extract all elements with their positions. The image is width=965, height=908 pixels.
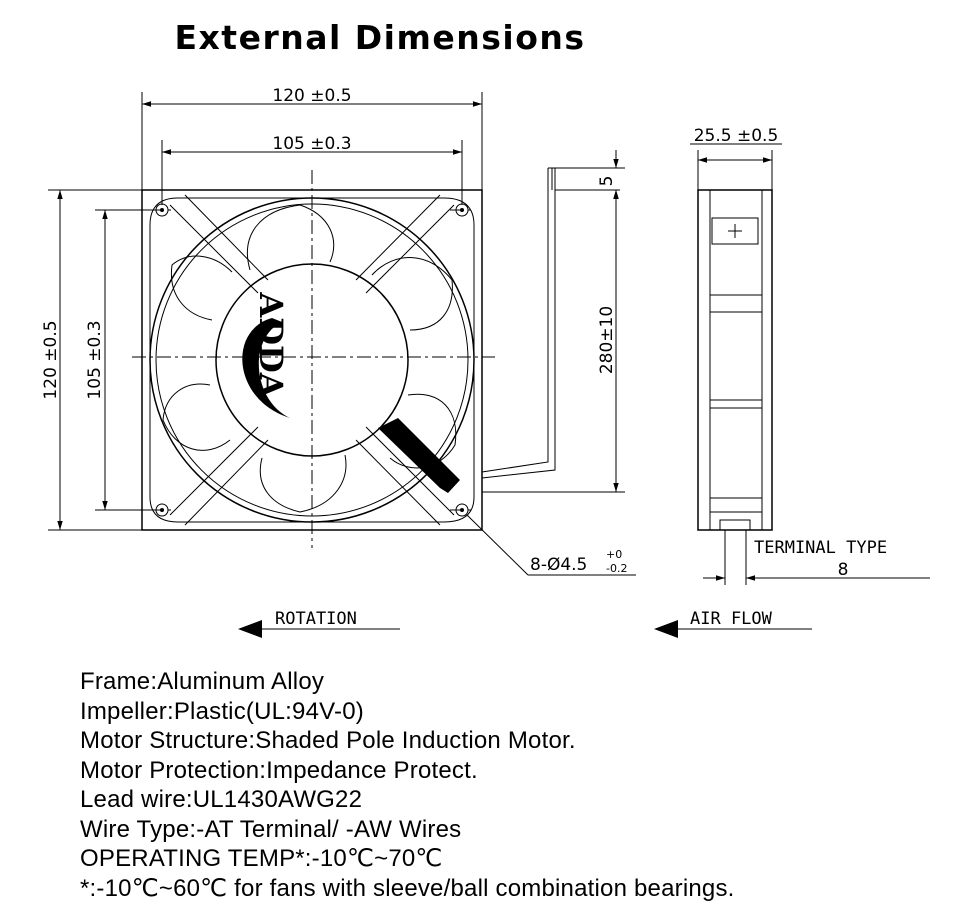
page-title: External Dimensions: [174, 18, 586, 57]
airflow-label: AIR FLOW: [690, 609, 773, 629]
spec-motor-structure: Motor Structure:Shaded Pole Induction Mo…: [80, 727, 576, 754]
side-view: 25.5 ±0.5 TERMINAL TYPE 8: [690, 126, 930, 585]
lead-wire: [481, 167, 560, 479]
rotation-label: ROTATION: [275, 609, 357, 629]
side-frame: [697, 189, 773, 531]
terminal-pins: [719, 519, 751, 531]
terminal-type-value: 8: [838, 560, 849, 580]
dimensions-front: 120 ±0.5 105 ±0.3 120 ±0.5 105 ±0.3 5 28…: [41, 86, 636, 576]
spec-lead-wire: Lead wire:UL1430AWG22: [80, 786, 363, 813]
dim-hole-pitch-width: 105 ±0.3: [272, 134, 351, 154]
dim-overall-width: 120 ±0.5: [272, 86, 351, 106]
hole-tolerance-minus: -0.2: [606, 562, 627, 575]
logo-text: ADDA: [252, 291, 290, 398]
spec-list: Frame:Aluminum Alloy Impeller:Plastic(UL…: [80, 667, 735, 903]
rotation-arrow: ROTATION: [238, 609, 400, 638]
dim-lead-offset: 5: [597, 176, 617, 187]
terminal-type-label: TERMINAL TYPE: [754, 538, 887, 558]
hole-tolerance-plus: +0: [606, 548, 622, 561]
adda-logo: ADDA: [242, 291, 290, 418]
spec-impeller: Impeller:Plastic(UL:94V-0): [80, 697, 364, 725]
dim-mounting-holes: 8-Ø4.5: [530, 555, 587, 575]
dim-hole-pitch-height: 105 ±0.3: [85, 320, 105, 399]
dim-depth: 25.5 ±0.5: [694, 126, 779, 146]
front-view: ADDA: [132, 167, 620, 548]
spec-frame: Frame:Aluminum Alloy: [80, 668, 325, 695]
lead-wire-channel: [378, 418, 460, 493]
spec-motor-protection: Motor Protection:Impedance Protect.: [80, 756, 478, 784]
center-lines: [132, 170, 495, 548]
support-spokes: [169, 194, 455, 526]
spec-bearing-note: *:-10℃~60℃ for fans with sleeve/ball com…: [80, 874, 735, 902]
impeller-blades: [162, 204, 457, 513]
hole-diameter: 8-Ø4.5: [530, 555, 587, 575]
spec-operating-temp: OPERATING TEMP*:-10℃~70℃: [80, 845, 443, 872]
dim-lead-length: 280±10: [597, 306, 617, 374]
frame-corner-notches: [149, 197, 475, 523]
dim-overall-height: 120 ±0.5: [41, 320, 61, 399]
fan-dimension-drawing: ADDA 120 ±0.5: [41, 86, 930, 638]
airflow-arrow: AIR FLOW: [654, 609, 812, 638]
spec-wire-type: Wire Type:-AT Terminal/ -AW Wires: [80, 815, 462, 843]
